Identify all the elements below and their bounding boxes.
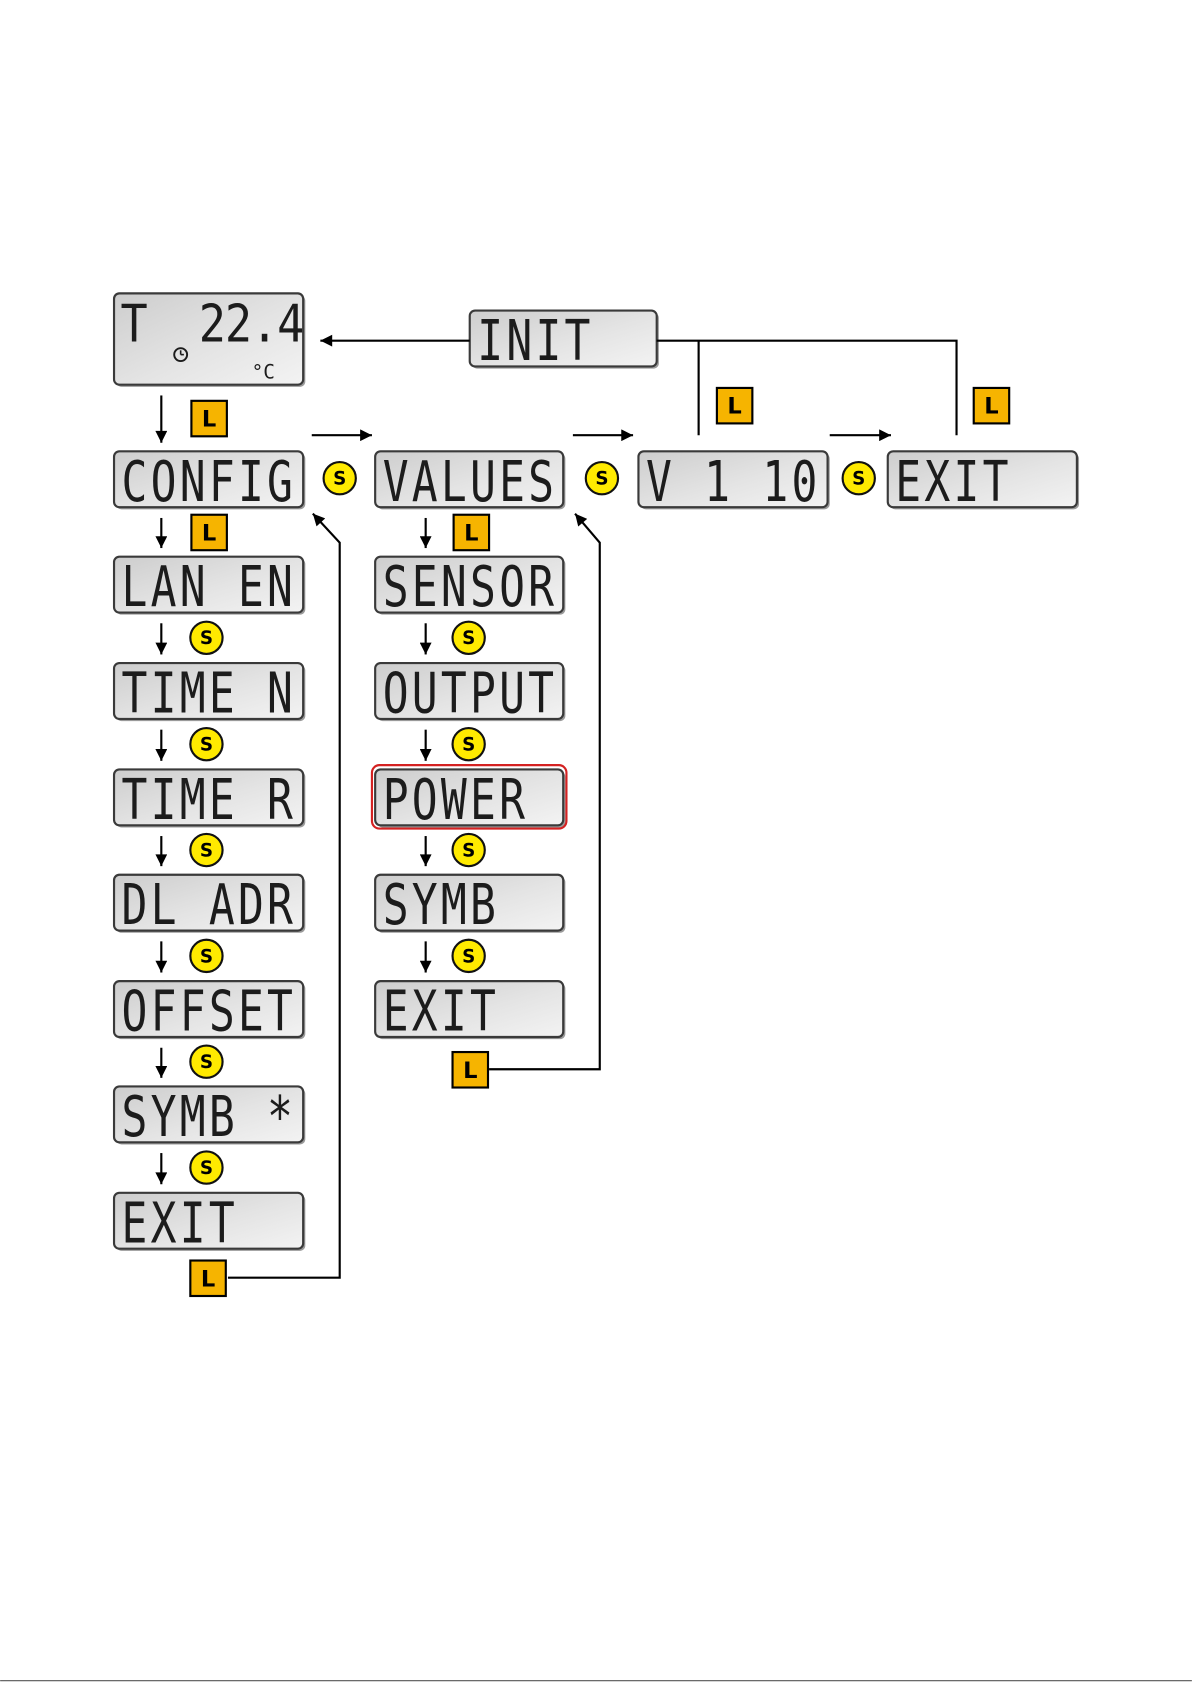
short-key-label: S	[462, 735, 475, 756]
menu-screen-label: EXIT	[122, 1191, 238, 1256]
version-screen: V 1 10	[638, 449, 829, 514]
version-label: V 1 10	[646, 449, 821, 514]
long-key-label: L	[464, 521, 478, 547]
short-press-key: S	[190, 1151, 222, 1183]
short-press-key: S	[453, 622, 485, 654]
menu-screen: EXIT	[375, 979, 565, 1044]
display-symbol: T	[120, 295, 150, 355]
long-key-label: L	[727, 394, 741, 420]
menu-screen: DL ADR	[114, 873, 305, 938]
exit-label: EXIT	[895, 449, 1011, 514]
menu-screen-label: LAN EN	[122, 555, 297, 620]
exit-screen: EXIT	[888, 449, 1079, 514]
menu-screen: SYMB *	[114, 1084, 305, 1149]
menu-screen: SENSOR	[375, 555, 565, 620]
short-press-key: S	[190, 1046, 222, 1078]
short-press-key: S	[453, 940, 485, 972]
menu-screen-label: TIME R	[122, 767, 297, 832]
menu-screen-label: DL ADR	[122, 873, 297, 938]
menu-screen-label: OFFSET	[122, 979, 297, 1044]
short-press-key: S	[190, 940, 222, 972]
menu-screen: OUTPUT	[375, 661, 565, 726]
menu-screen-label: SYMB	[383, 873, 499, 938]
short-press-key: S	[586, 462, 618, 494]
short-key-label: S	[333, 469, 346, 490]
short-key-label: S	[200, 946, 213, 967]
short-press-key: S	[453, 728, 485, 760]
long-press-key: L	[974, 388, 1009, 423]
short-press-key: S	[324, 462, 356, 494]
menu-screen-label: VALUES	[383, 449, 558, 514]
long-press-key: L	[191, 401, 226, 436]
menu-screen-label: CONFIG	[122, 449, 297, 514]
short-key-label: S	[462, 628, 475, 649]
menu-screen: TIME N	[114, 661, 305, 726]
menu-screen-label: OUTPUT	[383, 661, 558, 726]
short-key-label: S	[462, 840, 475, 861]
long-press-key: L	[717, 388, 752, 423]
init-screen: INIT	[470, 308, 659, 373]
long-press-key: L	[191, 515, 226, 550]
short-press-key: S	[453, 834, 485, 866]
menu-screen: CONFIG	[114, 449, 305, 514]
menu-screen-label: POWER	[383, 767, 529, 832]
menu-screen-label: SENSOR	[383, 555, 558, 620]
menu-screen-label: TIME N	[122, 661, 297, 726]
short-key-label: S	[200, 628, 213, 649]
menu-screen: OFFSET	[114, 979, 305, 1044]
long-key-label: L	[984, 394, 998, 420]
short-key-label: S	[200, 735, 213, 756]
menu-screen: LAN EN	[114, 555, 305, 620]
values-menu: VALUES L SENSOR S OUTPUT S POWER S SYMB S EXIT	[372, 449, 567, 1044]
main-display: T 22.4 °C	[114, 293, 305, 386]
menu-screen: TIME R	[114, 767, 305, 832]
long-key-label: L	[463, 1058, 477, 1084]
menu-screen: SYMB	[375, 873, 565, 938]
short-key-label: S	[200, 840, 213, 861]
init-return-line	[657, 341, 957, 436]
short-key-label: S	[200, 1158, 213, 1179]
short-press-key: S	[190, 728, 222, 760]
long-press-key: L	[190, 1261, 225, 1296]
short-press-key: S	[843, 462, 875, 494]
menu-screen: VALUES	[375, 449, 565, 514]
long-key-label: L	[202, 521, 216, 547]
menu-screen-label: SYMB *	[122, 1084, 297, 1149]
menu-screen: POWER	[372, 765, 567, 832]
init-label: INIT	[477, 308, 593, 373]
long-press-key: L	[453, 1052, 488, 1087]
menu-screen: EXIT	[114, 1191, 305, 1256]
short-press-key: S	[190, 622, 222, 654]
long-press-key: L	[454, 515, 489, 550]
menu-screen-label: EXIT	[383, 979, 499, 1044]
short-key-label: S	[595, 469, 608, 490]
long-key-label: L	[202, 407, 216, 433]
short-press-key: S	[190, 834, 222, 866]
config-menu: CONFIG L LAN EN S TIME N S TIME R S DL ADR S OFFSE…	[114, 449, 305, 1256]
short-key-label: S	[462, 946, 475, 967]
display-temperature-value: 22.4	[199, 295, 303, 355]
long-key-label: L	[201, 1266, 215, 1292]
short-key-label: S	[200, 1052, 213, 1073]
short-key-label: S	[852, 469, 865, 490]
display-unit: °C	[252, 360, 275, 383]
